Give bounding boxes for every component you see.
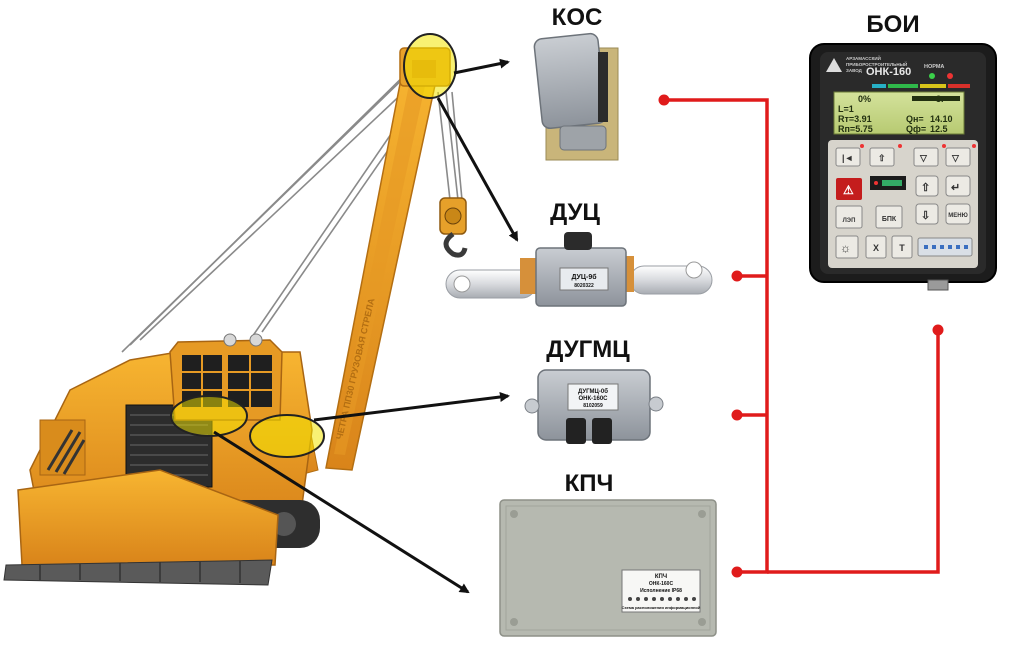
svg-text:⚠: ⚠ bbox=[843, 183, 854, 197]
boi-model: ОНК-160 bbox=[866, 66, 911, 78]
svg-text:⇧: ⇧ bbox=[921, 182, 930, 194]
duc-label: ДУЦ bbox=[550, 199, 600, 226]
dugmc-model-text: ОНК-160С bbox=[578, 396, 608, 402]
boi-key-bpk[interactable] bbox=[875, 205, 903, 229]
boi-norm: НОРМА bbox=[924, 64, 944, 70]
boi-key-f3[interactable] bbox=[913, 147, 939, 167]
node-kos bbox=[658, 94, 670, 106]
boi-brand-3: ЗАВОД bbox=[846, 68, 863, 73]
node-kpch bbox=[731, 566, 743, 578]
kpch-device: КПЧ ОНК-160С Исполнение IP68 Схема распо… bbox=[499, 499, 717, 637]
svg-text:↵: ↵ bbox=[951, 182, 960, 194]
kpch-sticker-title: КПЧ bbox=[655, 574, 667, 580]
boi-key-menu-text: МЕНЮ bbox=[948, 213, 968, 219]
boi-key-bpk-text: БПК bbox=[882, 216, 897, 223]
boi-screen-line1: 0% bbox=[858, 94, 871, 104]
arrow-to-dugmc bbox=[313, 392, 510, 422]
boi-top-keys bbox=[835, 147, 971, 167]
svg-text:⇩: ⇩ bbox=[921, 210, 930, 222]
boi-screen-r4: Qф= bbox=[906, 124, 926, 134]
svg-text:▽: ▽ bbox=[951, 153, 960, 163]
kos-label: КОС bbox=[552, 4, 603, 31]
dugmc-serial-text: 8102059 bbox=[583, 403, 603, 409]
wiring-nodes bbox=[658, 94, 944, 578]
boi-key-enter[interactable] bbox=[945, 175, 971, 197]
boi-key-t[interactable] bbox=[891, 235, 913, 259]
svg-text:⇧: ⇧ bbox=[878, 153, 886, 163]
kpch-sticker-model: ОНК-160С bbox=[649, 581, 674, 587]
node-duc bbox=[731, 270, 743, 282]
boi-screen-line2: L=1 bbox=[838, 104, 854, 114]
kos-device bbox=[533, 32, 619, 161]
boi-screen-r3v: 14.10 bbox=[930, 114, 953, 124]
boi-key-light[interactable] bbox=[835, 235, 859, 259]
boi-label: БОИ bbox=[866, 11, 919, 38]
boi-screen bbox=[833, 91, 965, 135]
duc-serial-text: 8020322 bbox=[574, 283, 594, 289]
duc-sticker-text: ДУЦ-9б bbox=[571, 273, 597, 281]
boi-screen-r4v: 12.5 bbox=[930, 124, 948, 134]
highlight-boom-base bbox=[249, 414, 325, 458]
boi-screen-line3: Rт=3.91 bbox=[838, 114, 872, 124]
boi-key-f2[interactable] bbox=[869, 147, 895, 167]
boi-key-menu[interactable] bbox=[945, 203, 971, 225]
node-boi bbox=[932, 324, 944, 336]
arrow-to-kos bbox=[453, 58, 510, 75]
kpch-sticker-footer: Схема расположения информационной bbox=[622, 605, 701, 610]
kpch-sticker-note: Исполнение IP68 bbox=[640, 588, 682, 594]
arrow-to-duc bbox=[436, 97, 519, 242]
boi-screen-r3: Qн= bbox=[906, 114, 924, 124]
duc-device: ДУЦ-9б 8020322 bbox=[445, 232, 713, 307]
pointer-arrows bbox=[213, 58, 519, 594]
arrow-to-kpch bbox=[213, 430, 470, 594]
boi-device: АРЗАМАССКИЙ ПРИБОРОСТРОИТЕЛЬНЫЙ ЗАВОД ОН… bbox=[809, 43, 997, 291]
dugmc-title-text: ДУГМЦ-0б bbox=[578, 388, 608, 395]
svg-text:▽: ▽ bbox=[919, 153, 928, 163]
boi-key-up[interactable] bbox=[915, 175, 939, 197]
boi-key-f1[interactable] bbox=[835, 147, 861, 167]
boi-key-x-text: X bbox=[873, 243, 879, 253]
highlight-boom-head bbox=[403, 33, 457, 99]
boi-key-t-text: T bbox=[899, 243, 905, 253]
boi-screen-line4: Rп=5.75 bbox=[838, 124, 873, 134]
sensor-highlights bbox=[170, 33, 457, 458]
svg-text:|◄: |◄ bbox=[842, 153, 853, 163]
highlight-cab bbox=[170, 395, 248, 437]
sun-icon: ☼ bbox=[840, 241, 851, 255]
dugmc-label: ДУГМЦ bbox=[546, 336, 630, 363]
boi-brand-1: АРЗАМАССКИЙ bbox=[846, 54, 881, 61]
dugmc-device: ДУГМЦ-0б ОНК-160С 8102059 bbox=[524, 369, 664, 444]
boi-key-x[interactable] bbox=[865, 235, 887, 259]
boi-key-lep[interactable] bbox=[835, 205, 863, 229]
node-dugmc bbox=[731, 409, 743, 421]
boi-key-alert[interactable] bbox=[836, 178, 862, 200]
boi-key-f4[interactable] bbox=[945, 147, 971, 167]
boi-key-down[interactable] bbox=[915, 203, 939, 225]
boi-brand-2: ПРИБОРОСТРОИТЕЛЬНЫЙ bbox=[846, 60, 907, 67]
kpch-label: КПЧ bbox=[565, 470, 614, 497]
boi-key-lep-text: ЛЭП bbox=[843, 218, 856, 224]
pipelayer-machine: ЧЕТРА ПП30 ГРУЗОВАЯ СТРЕЛА bbox=[3, 47, 468, 586]
